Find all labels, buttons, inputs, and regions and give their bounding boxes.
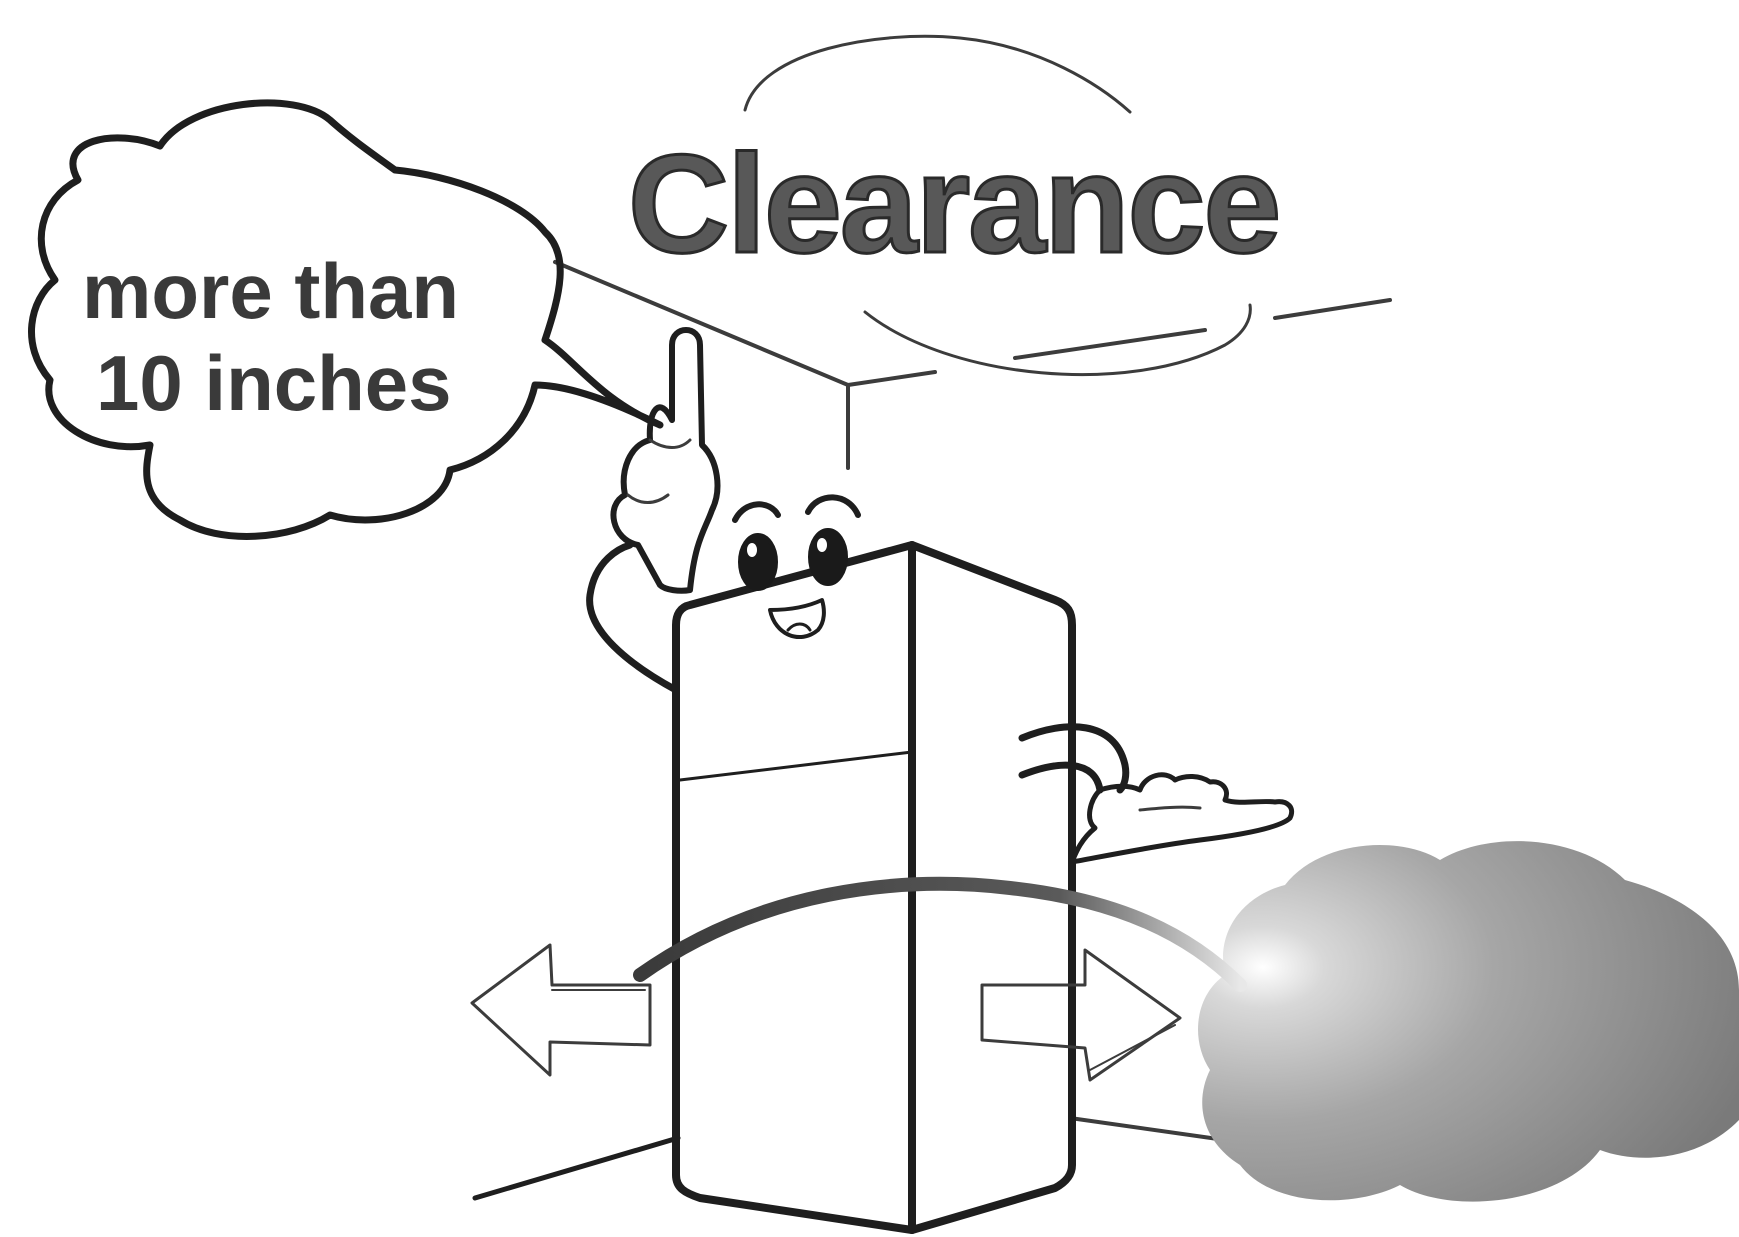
refrigerator [590,330,1292,1230]
ceiling-lines [555,262,1390,468]
left-eye [740,535,776,589]
title: Clearance [628,125,1279,282]
clearance-arc [640,884,1240,985]
mouth [770,600,824,637]
floor-lines [475,1118,1225,1198]
bubble-line-2: 10 inches [96,339,452,427]
speech-bubble: more than 10 inches [31,103,660,537]
left-arrow-icon [472,945,650,1075]
wall-cloud [1198,841,1739,1202]
bubble-line-1: more than [82,247,459,335]
right-eye [810,530,846,584]
right-arrow-icon [982,950,1180,1080]
